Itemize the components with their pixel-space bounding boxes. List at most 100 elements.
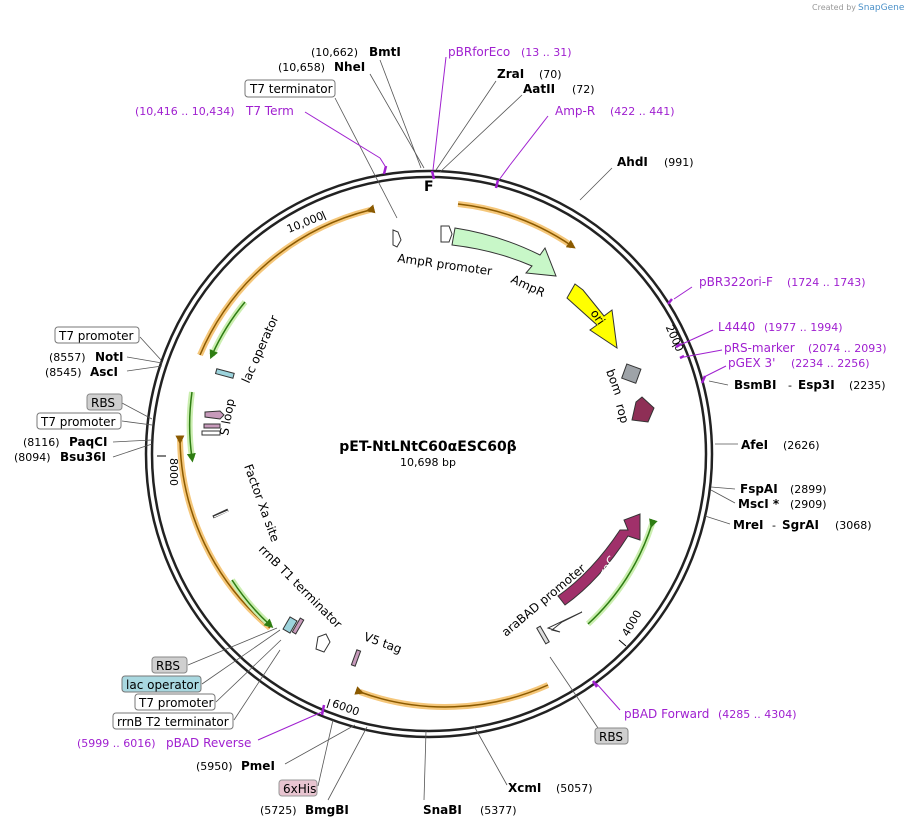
s-loop-feature [204, 410, 225, 420]
bom-feature[interactable] [621, 363, 642, 384]
pbrforeco-label[interactable]: pBRforEco [448, 45, 510, 59]
rbs-left-box [86, 393, 123, 411]
rbs-right-label[interactable]: RBS [599, 730, 623, 744]
rbs-feature [536, 625, 550, 645]
nhei-label[interactable]: NheI [334, 60, 365, 74]
bom-label: bom [603, 367, 625, 397]
fspai-label[interactable]: FspAI [740, 482, 778, 496]
arac-arrow[interactable] [557, 513, 641, 606]
t7-terminator-label[interactable]: T7 terminator [249, 82, 333, 96]
ampr-primer-label[interactable]: Amp-R [555, 104, 595, 118]
afei-label[interactable]: AfeI [741, 438, 768, 452]
pmei-coord: (5950) [196, 760, 233, 773]
rbs-left-feature [203, 423, 221, 429]
msci-coord: (2909) [790, 498, 827, 511]
pbadfwd-label[interactable]: pBAD Forward [624, 707, 709, 721]
rrnbt2-label[interactable]: rrnB T2 terminator [117, 715, 229, 729]
rbs-left-label[interactable]: RBS [91, 396, 115, 410]
rrnbt2-box [112, 712, 234, 730]
pbadrev-label[interactable]: pBAD Reverse [166, 736, 251, 750]
green-arcs [186, 300, 658, 629]
paqci-label[interactable]: PaqCI [69, 435, 107, 449]
rbs-bottom-label[interactable]: RBS [156, 659, 180, 673]
arabad-promoter-arrow[interactable] [546, 611, 583, 633]
tick-8000: 8000 [157, 455, 180, 486]
svg-text:-: - [772, 519, 776, 532]
credit-text: Created by [812, 3, 856, 12]
bmti-coord: (10,662) [311, 46, 358, 59]
pbadrev-range: (5999 .. 6016) [77, 737, 156, 750]
prs-label[interactable]: pRS-marker [724, 341, 795, 355]
t7-promoter-bottom-box [134, 693, 216, 711]
bsmbi-label[interactable]: BsmBI [734, 378, 776, 392]
noti-coord: (8557) [49, 351, 86, 364]
backbone-outer-ring [144, 169, 714, 739]
esp3i-label[interactable]: Esp3I [798, 378, 835, 392]
lac-operator-bottom-label[interactable]: lac operator [126, 678, 199, 692]
l4440-label[interactable]: L4440 [718, 320, 755, 334]
t7term-range: (10,416 .. 10,434) [135, 105, 235, 118]
t7term-label[interactable]: T7 Term [245, 104, 294, 118]
arabad-label: araBAD promoter [499, 561, 588, 639]
bmti-label[interactable]: BmtI [369, 45, 401, 59]
svg-text:-: - [788, 379, 792, 392]
svg-text:8000: 8000 [167, 458, 180, 486]
xcmi-coord: (5057) [556, 782, 593, 795]
plasmid-size: 10,698 bp [400, 456, 456, 469]
pbadfwd-range: (4285 .. 4304) [718, 708, 797, 721]
ahdi-label[interactable]: AhdI [617, 155, 648, 169]
pgex-label[interactable]: pGEX 3' [728, 356, 775, 370]
rbs-right-box [594, 727, 629, 745]
tick-6000: 6000 [326, 697, 361, 719]
pbr322ori-range: (1724 .. 1743) [787, 276, 866, 289]
msci-label[interactable]: MscI * [738, 497, 780, 511]
t7-promoter-left-label[interactable]: T7 promoter [40, 415, 116, 429]
nhei-coord: (10,658) [278, 61, 325, 74]
snabi-label[interactable]: SnaBI [423, 803, 462, 817]
xcmi-label[interactable]: XcmI [508, 781, 541, 795]
afei-coord: (2626) [783, 439, 820, 452]
bmgbi-label[interactable]: BmgBI [305, 803, 349, 817]
t7-promoter-left-box [36, 412, 122, 430]
prs-range: (2074 .. 2093) [808, 342, 887, 355]
pbr322ori-label[interactable]: pBR322ori-F [699, 275, 773, 289]
leader-lines [112, 59, 738, 801]
aatii-coord: (72) [572, 83, 595, 96]
ori-arrow[interactable] [566, 283, 618, 350]
t7-promoter-top-label[interactable]: T7 promoter [58, 329, 134, 343]
aatii-label[interactable]: AatII [523, 82, 555, 96]
bsu36i-label[interactable]: Bsu36I [60, 450, 106, 464]
ahdi-coord: (991) [664, 156, 694, 169]
mrei-label[interactable]: MreI [733, 518, 763, 532]
lac-operator-feature [214, 368, 235, 379]
zrai-coord: (70) [539, 68, 562, 81]
his-tag-label[interactable]: 6xHis [283, 782, 316, 796]
sgrai-label[interactable]: SgrAI [782, 518, 819, 532]
ampr-promoter-arrow[interactable] [440, 225, 453, 243]
rop-label: rop [613, 402, 632, 425]
arac-label: araC [593, 553, 620, 584]
t7-promoter-bottom-label[interactable]: T7 promoter [138, 696, 214, 710]
snabi-coord: (5377) [480, 804, 517, 817]
asci-coord: (8545) [45, 366, 82, 379]
primer-lines [257, 56, 727, 741]
bsmbi-coord: (2235) [849, 379, 886, 392]
pmei-label[interactable]: PmeI [241, 759, 275, 773]
asci-label[interactable]: AscI [90, 365, 118, 379]
f1-marker: F [424, 179, 434, 195]
t7-promoter-feature [201, 430, 221, 436]
ampr-arrow[interactable] [451, 227, 557, 277]
v5-tag-feature [350, 649, 362, 667]
lacop-label: lac operator [239, 313, 281, 385]
rop-feature[interactable] [631, 396, 655, 423]
zrai-label[interactable]: ZraI [497, 67, 524, 81]
noti-label[interactable]: NotI [95, 350, 124, 364]
paqci-coord: (8116) [23, 436, 60, 449]
bmgbi-coord: (5725) [260, 804, 297, 817]
t7-promoter-top-box [54, 326, 140, 344]
pgex-range: (2234 .. 2256) [791, 357, 870, 370]
rrnbt1-feature [315, 633, 331, 653]
sloop-label: S loop [217, 398, 237, 437]
factorxa-label: Factor Xa site [241, 462, 282, 543]
